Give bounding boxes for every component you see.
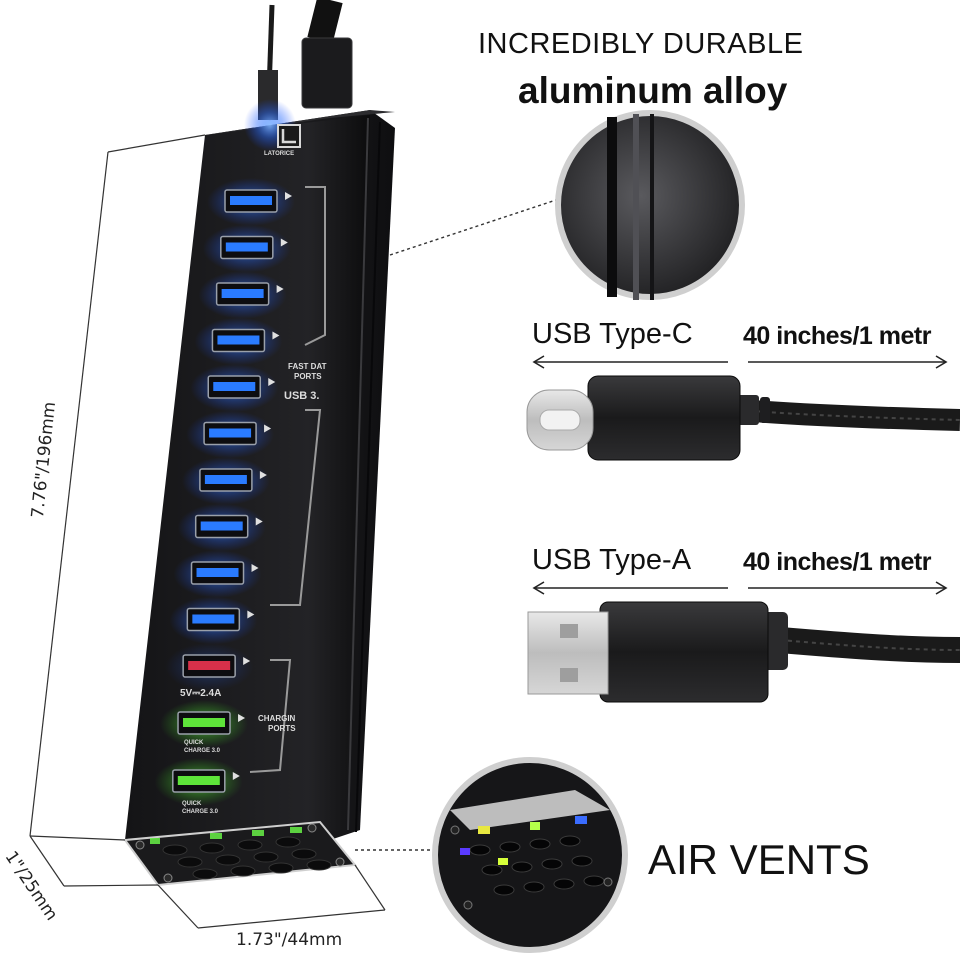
hub-brand-text: LATORICE [264, 151, 295, 157]
length-arrows [532, 355, 948, 595]
usb-type-c-cable [526, 375, 960, 461]
data-ports-label-2: PORTS [294, 372, 322, 381]
width-dimension-label: 1.73"/44mm [236, 930, 343, 950]
cable-type-c-label: USB Type-C [532, 318, 693, 350]
top-plug [301, 37, 353, 109]
air-vents-label: AIR VENTS [648, 836, 870, 883]
quick-charge-label-1a: QUICK [184, 740, 204, 746]
charging-ports-label-2: PORTS [268, 724, 296, 733]
cable-type-a-length: 40 inches/1 metr [743, 548, 931, 576]
cable-type-a-label: USB Type-A [532, 544, 692, 576]
quick-charge-label-2a: QUICK [182, 801, 202, 807]
charging-ports-label-1: CHARGIN [258, 714, 296, 723]
usb-version-label: USB 3. [284, 390, 320, 402]
quick-charge-label-2b: CHARGE 3.0 [182, 809, 219, 815]
headline-line1: INCREDIBLY DURABLE [478, 28, 804, 60]
usb-type-a-cable [527, 601, 960, 703]
dimension-lines [29, 134, 386, 929]
brand-logo [277, 124, 301, 148]
voltage-label: 5V⎓2.4A [180, 688, 222, 699]
usb-cable-top [307, 0, 343, 44]
quick-charge-label-1b: CHARGE 3.0 [184, 748, 221, 754]
headline-line2: aluminum alloy [518, 70, 788, 111]
data-ports-label-1: FAST DAT [288, 362, 327, 371]
cable-type-c-length: 40 inches/1 metr [743, 322, 931, 350]
